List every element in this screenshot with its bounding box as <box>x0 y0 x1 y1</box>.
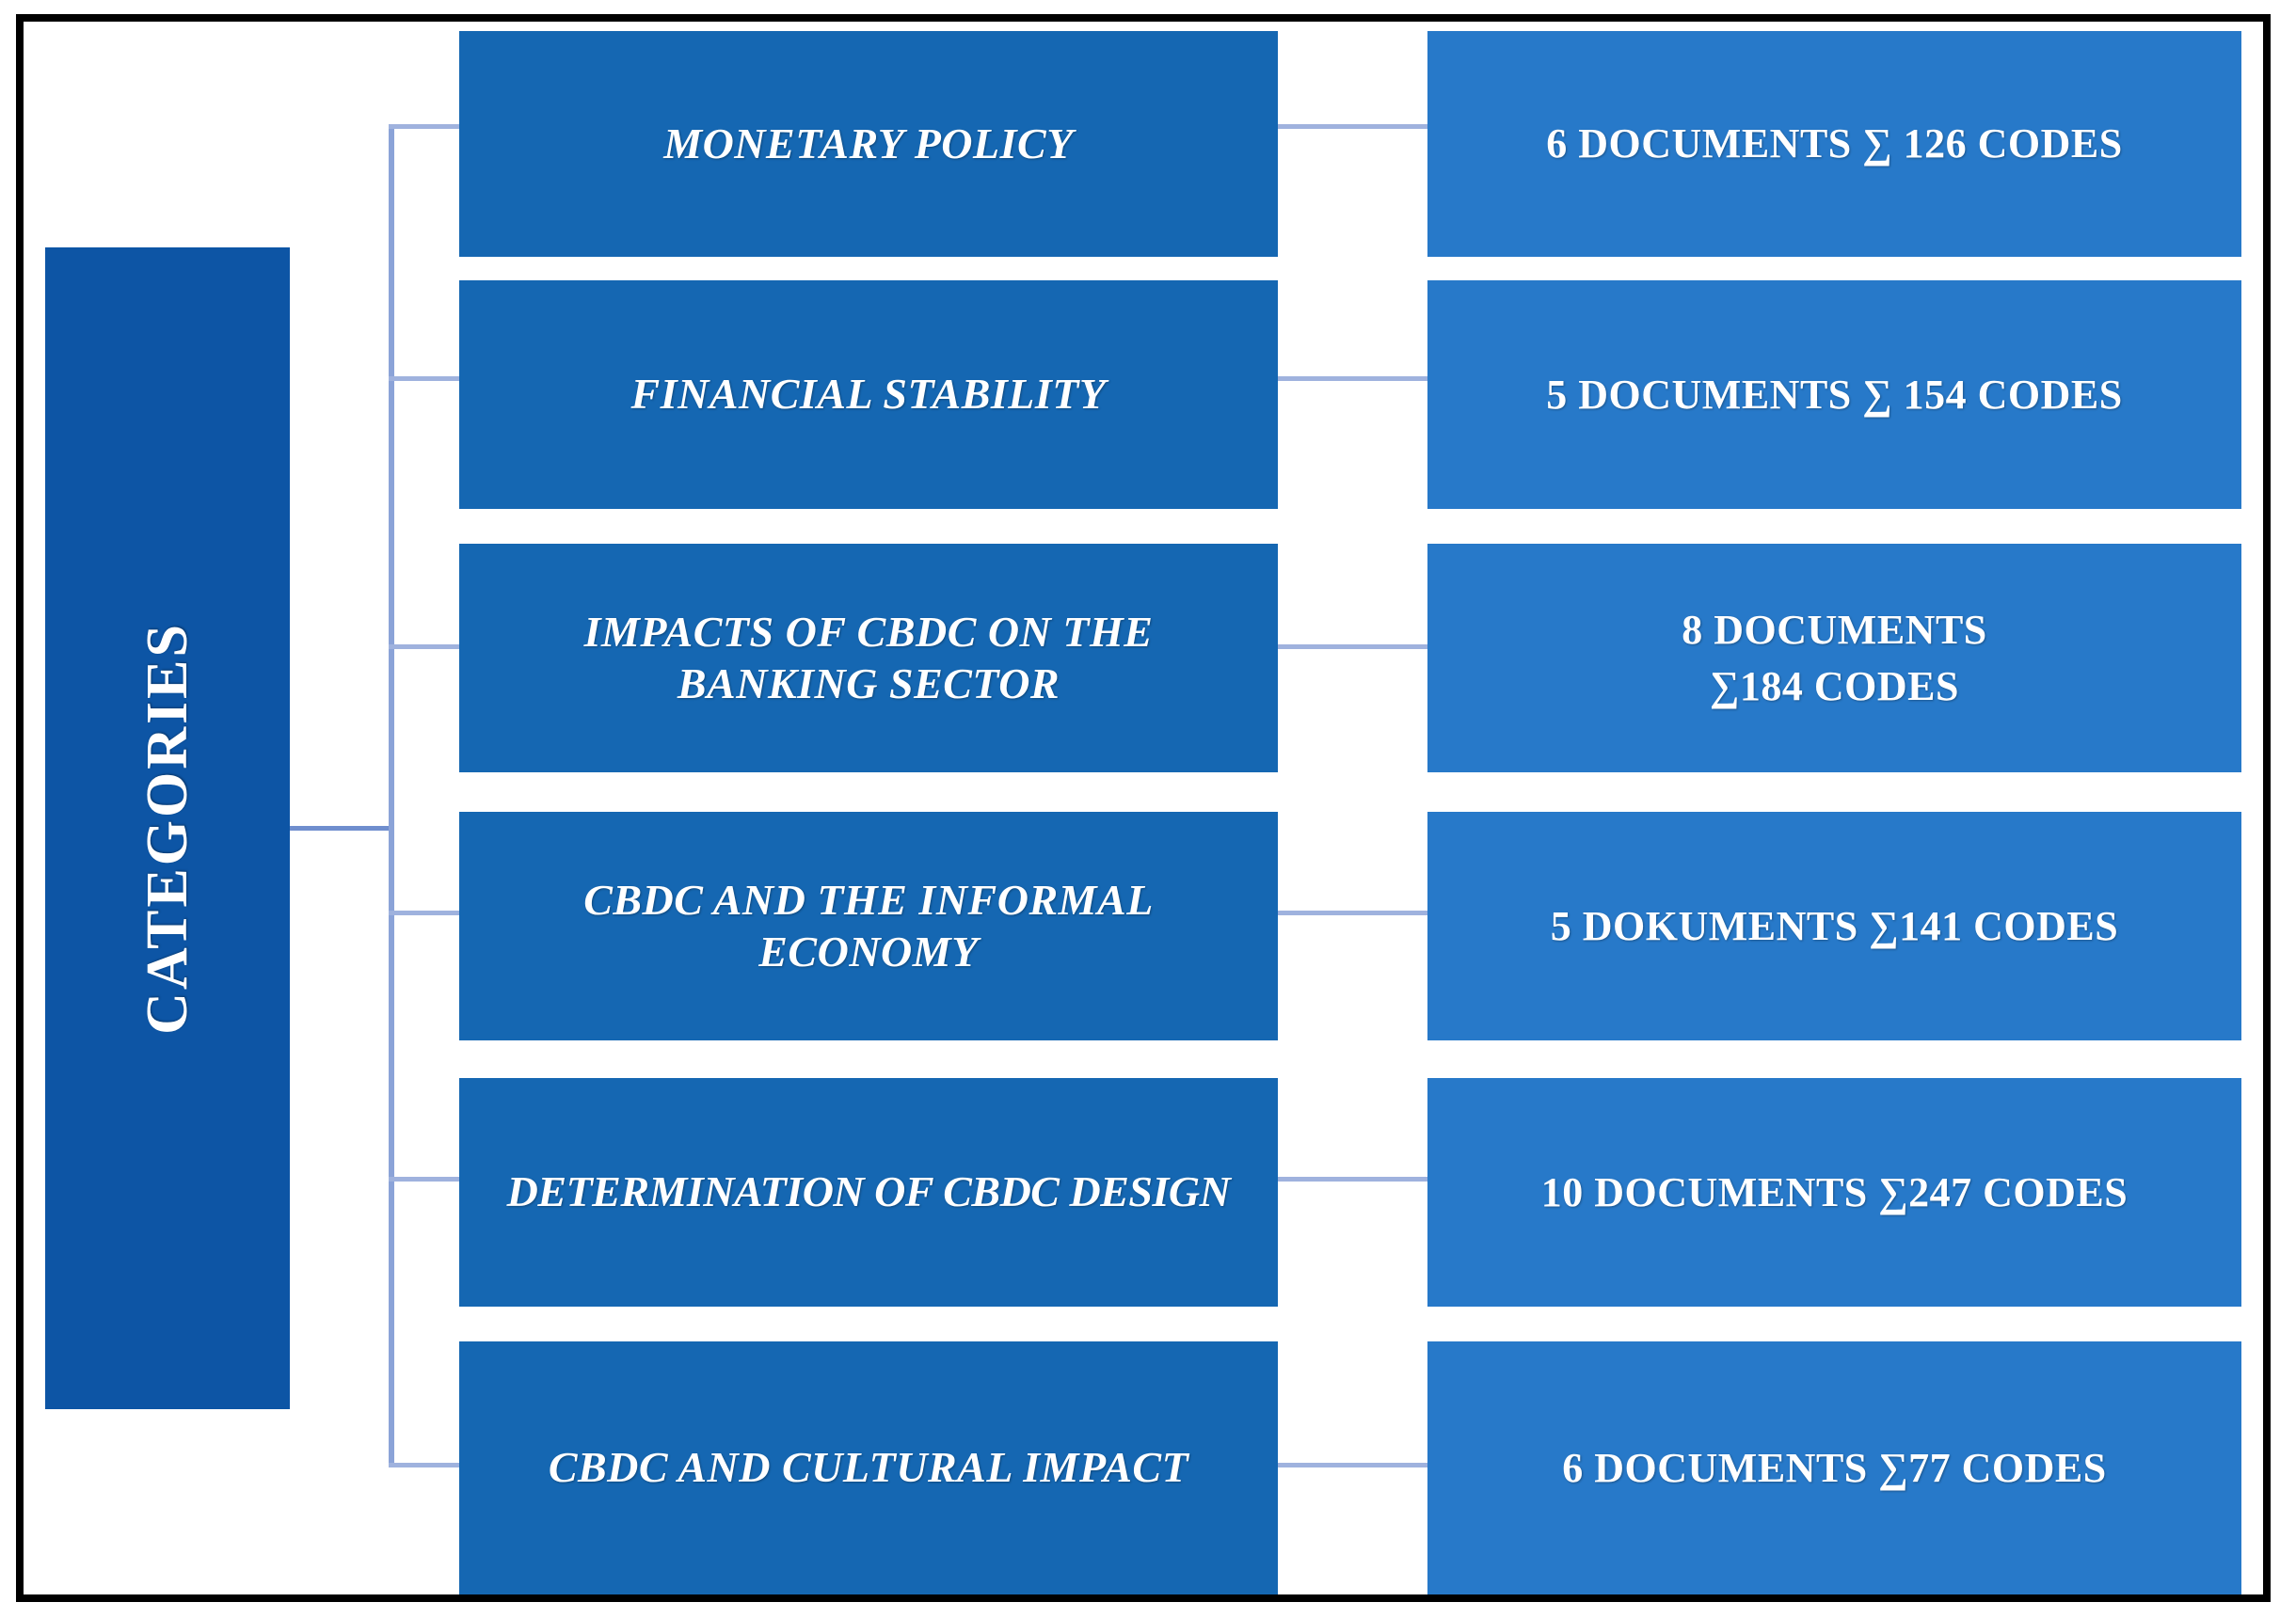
category-box-cbdc-design[interactable]: DETERMINATION OF CBDC DESIGN <box>459 1078 1278 1307</box>
count-box-informal-economy[interactable]: 5 DOKUMENTS ∑141 CODES <box>1427 812 2241 1040</box>
connector-branch-6 <box>389 1463 462 1467</box>
diagram-canvas: CATEGORIES MONETARY POLICY 6 DOCUMENTS ∑… <box>24 22 2263 1594</box>
count-label: 10 DOCUMENTS ∑247 CODES <box>1540 1168 2129 1215</box>
count-label: 8 DOCUMENTS ∑184 CODES <box>1682 607 1987 709</box>
count-box-impacts-banking-sector[interactable]: 8 DOCUMENTS ∑184 CODES <box>1427 544 2241 772</box>
category-box-cultural-impact[interactable]: CBDC AND CULTURAL IMPACT <box>459 1341 1278 1594</box>
category-box-monetary-policy[interactable]: MONETARY POLICY <box>459 31 1278 257</box>
connector-link-4 <box>1275 911 1433 915</box>
category-label: MONETARY POLICY <box>663 119 1074 167</box>
category-label: IMPACTS OF CBDC ON THE BANKING SECTOR <box>583 608 1154 707</box>
category-label: FINANCIAL STABILITY <box>630 370 1107 419</box>
connector-root-to-trunk <box>290 826 393 831</box>
category-label: CBDC AND THE INFORMAL ECONOMY <box>583 876 1154 976</box>
count-box-cultural-impact[interactable]: 6 DOCUMENTS ∑77 CODES <box>1427 1341 2241 1594</box>
connector-link-2 <box>1275 376 1433 381</box>
category-label: CBDC AND CULTURAL IMPACT <box>548 1443 1189 1492</box>
root-node-label: CATEGORIES <box>135 622 199 1035</box>
connector-link-5 <box>1275 1177 1433 1182</box>
count-box-financial-stability[interactable]: 5 DOCUMENTS ∑ 154 CODES <box>1427 280 2241 509</box>
root-node-categories[interactable]: CATEGORIES <box>45 247 290 1409</box>
category-box-financial-stability[interactable]: FINANCIAL STABILITY <box>459 280 1278 509</box>
connector-branch-4 <box>389 911 462 915</box>
connector-branch-5 <box>389 1177 462 1182</box>
diagram-frame: CATEGORIES MONETARY POLICY 6 DOCUMENTS ∑… <box>16 14 2271 1602</box>
count-label: 5 DOCUMENTS ∑ 154 CODES <box>1546 371 2123 418</box>
connector-link-1 <box>1275 124 1433 129</box>
category-box-informal-economy[interactable]: CBDC AND THE INFORMAL ECONOMY <box>459 812 1278 1040</box>
count-label: 6 DOCUMENTS ∑ 126 CODES <box>1546 120 2123 167</box>
connector-link-3 <box>1275 644 1433 649</box>
connector-trunk-upper <box>389 125 394 829</box>
connector-branch-1 <box>389 124 462 129</box>
connector-link-6 <box>1275 1463 1433 1467</box>
count-box-monetary-policy[interactable]: 6 DOCUMENTS ∑ 126 CODES <box>1427 31 2241 257</box>
connector-trunk-lower <box>389 826 394 1466</box>
category-label: DETERMINATION OF CBDC DESIGN <box>506 1167 1231 1216</box>
count-label: 6 DOCUMENTS ∑77 CODES <box>1562 1444 2107 1491</box>
count-label: 5 DOKUMENTS ∑141 CODES <box>1550 902 2119 949</box>
connector-branch-3 <box>389 644 462 649</box>
count-box-cbdc-design[interactable]: 10 DOCUMENTS ∑247 CODES <box>1427 1078 2241 1307</box>
connector-branch-2 <box>389 376 462 381</box>
category-box-impacts-banking-sector[interactable]: IMPACTS OF CBDC ON THE BANKING SECTOR <box>459 544 1278 772</box>
